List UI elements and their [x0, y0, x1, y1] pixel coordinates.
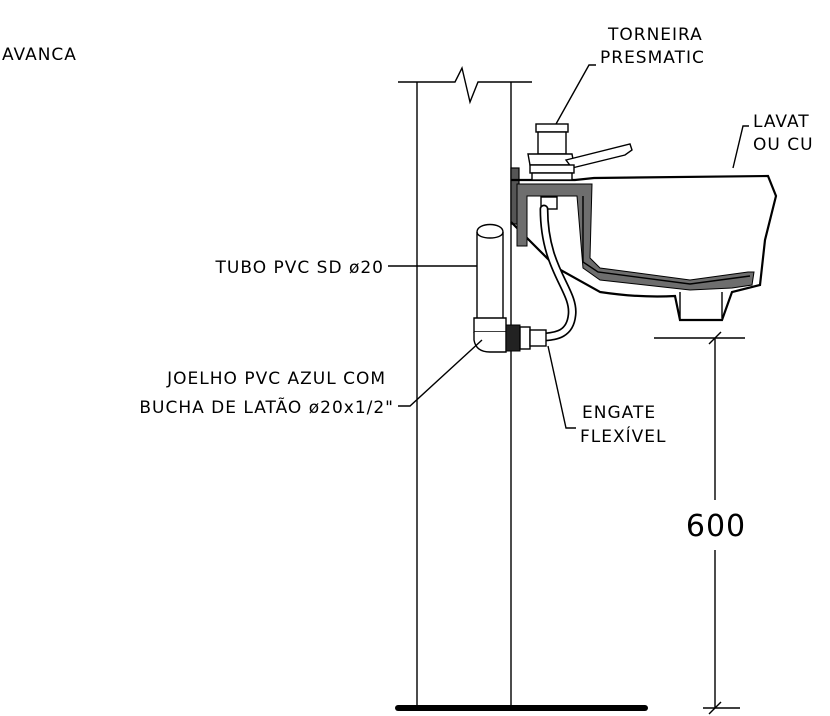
label-hose-line2: FLEXÍVEL	[580, 425, 667, 447]
label-faucet-line1: TORNEIRA	[607, 25, 703, 45]
faucet	[527, 123, 633, 210]
pvc-pipe	[476, 223, 504, 333]
label-hose-line1: ENGATE	[582, 403, 656, 423]
label-basin-line2: OU CU	[753, 135, 814, 155]
leader-lines	[388, 64, 749, 429]
label-faucet-line2: PRESMATIC	[600, 48, 705, 68]
height-dimension	[654, 331, 745, 715]
label-elbow-line1: JOELHO PVC AZUL COM	[166, 369, 386, 389]
dimension-value: 600	[686, 509, 746, 544]
label-pipe: TUBO PVC SD ø20	[215, 258, 384, 278]
basin	[510, 167, 778, 322]
label-basin-line1: LAVAT	[753, 112, 810, 132]
label-elbow-line2: BUCHA DE LATÃO ø20x1/2"	[139, 396, 394, 418]
flexible-hose	[539, 204, 577, 342]
pvc-elbow	[473, 317, 547, 353]
wall	[398, 65, 532, 708]
label-top-left: AVANCA	[2, 45, 77, 65]
